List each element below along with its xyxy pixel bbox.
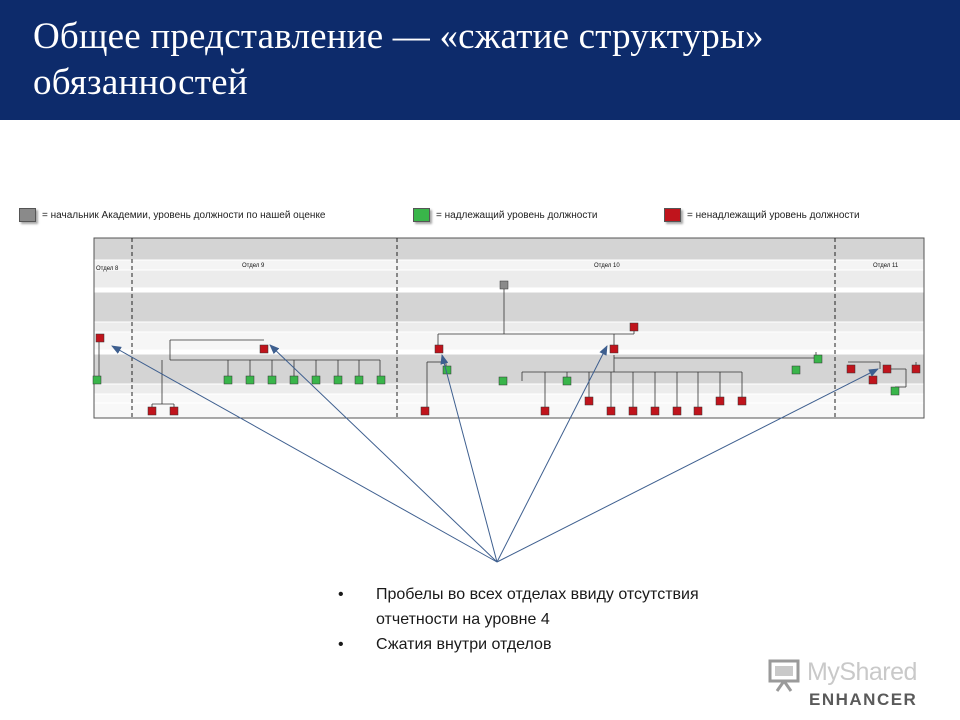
node-improper [147,406,157,416]
node-improper [540,406,550,416]
node-improper [846,364,856,374]
callout-arrow [496,345,608,563]
node-proper [245,375,255,385]
node-proper [267,375,277,385]
node-proper [890,386,900,396]
node-proper [333,375,343,385]
diagram-frame [93,237,925,419]
legend-label-improper: = ненадлежащий уровень должности [687,209,860,221]
presentation-icon [768,659,800,692]
node-improper [672,406,682,416]
slide-title: Общее представление — «сжатие структуры»… [33,16,764,103]
node-improper [882,364,892,374]
level-band [94,332,924,350]
legend-label-proper: = надлежащий уровень должности [436,209,598,221]
node-improper [628,406,638,416]
level-band [94,354,924,384]
department-label: Отдел 11 [873,263,899,269]
legend-swatch-red [664,208,681,222]
bullet-item: Пробелы во всех отделах ввиду отсутствия… [338,582,758,632]
node-improper [737,396,747,406]
header-bar [0,0,960,120]
bullet-item: Сжатия внутри отделов [338,632,758,657]
bullet-list: Пробелы во всех отделах ввиду отсутствия… [338,582,758,657]
legend-item-proper: = надлежащий уровень должности [413,205,597,225]
node-improper [259,344,269,354]
callout-arrow [496,368,879,563]
node-improper [868,375,878,385]
node-proper [92,375,102,385]
node-improper [420,406,430,416]
department-label: Отдел 9 [242,263,265,269]
myshared-logo: MyShared ENHANCER [767,656,942,712]
department-labels: Отдел 8 Отдел 9 Отдел 10 Отдел 11 [96,263,899,272]
node-improper [650,406,660,416]
department-label: Отдел 8 [96,266,119,272]
node-improper [434,344,444,354]
diagram-border [93,237,925,419]
node-proper [562,376,572,386]
logo-name: MyShared [807,658,917,686]
legend-swatch-gray [19,208,36,222]
callout-arrow [440,354,498,563]
node-improper [95,333,105,343]
callout-arrows [111,344,879,563]
callout-arrow [269,344,498,563]
legend-swatch-green [413,208,430,222]
node-improper [609,344,619,354]
legend-item-improper: = ненадлежащий уровень должности [664,205,860,225]
logo-sub: ENHANCER [809,690,918,709]
node-proper [813,354,823,364]
legend-label-chief: = начальник Академии, уровень должности … [42,209,326,221]
node-proper [289,375,299,385]
department-label: Отдел 10 [594,263,620,269]
legend-item-chief: = начальник Академии, уровень должности … [19,205,326,225]
node-improper [169,406,179,416]
level-band [94,260,924,270]
node-proper [311,375,321,385]
level-band [94,322,924,332]
level-band [94,384,924,394]
node-improper [693,406,703,416]
node-improper [584,396,594,406]
level-band [94,292,924,322]
node-proper [354,375,364,385]
node-proper [223,375,233,385]
node-proper [376,375,386,385]
node-proper [791,365,801,375]
level-band [94,270,924,288]
node-improper [911,364,921,374]
node-chief [499,280,509,290]
node-improper [715,396,725,406]
level-bands [94,238,924,418]
node-improper [629,322,639,332]
node-improper [606,406,616,416]
node-proper [498,376,508,386]
connectors [98,289,917,411]
level-band [94,238,924,260]
callout-arrow [111,345,498,563]
